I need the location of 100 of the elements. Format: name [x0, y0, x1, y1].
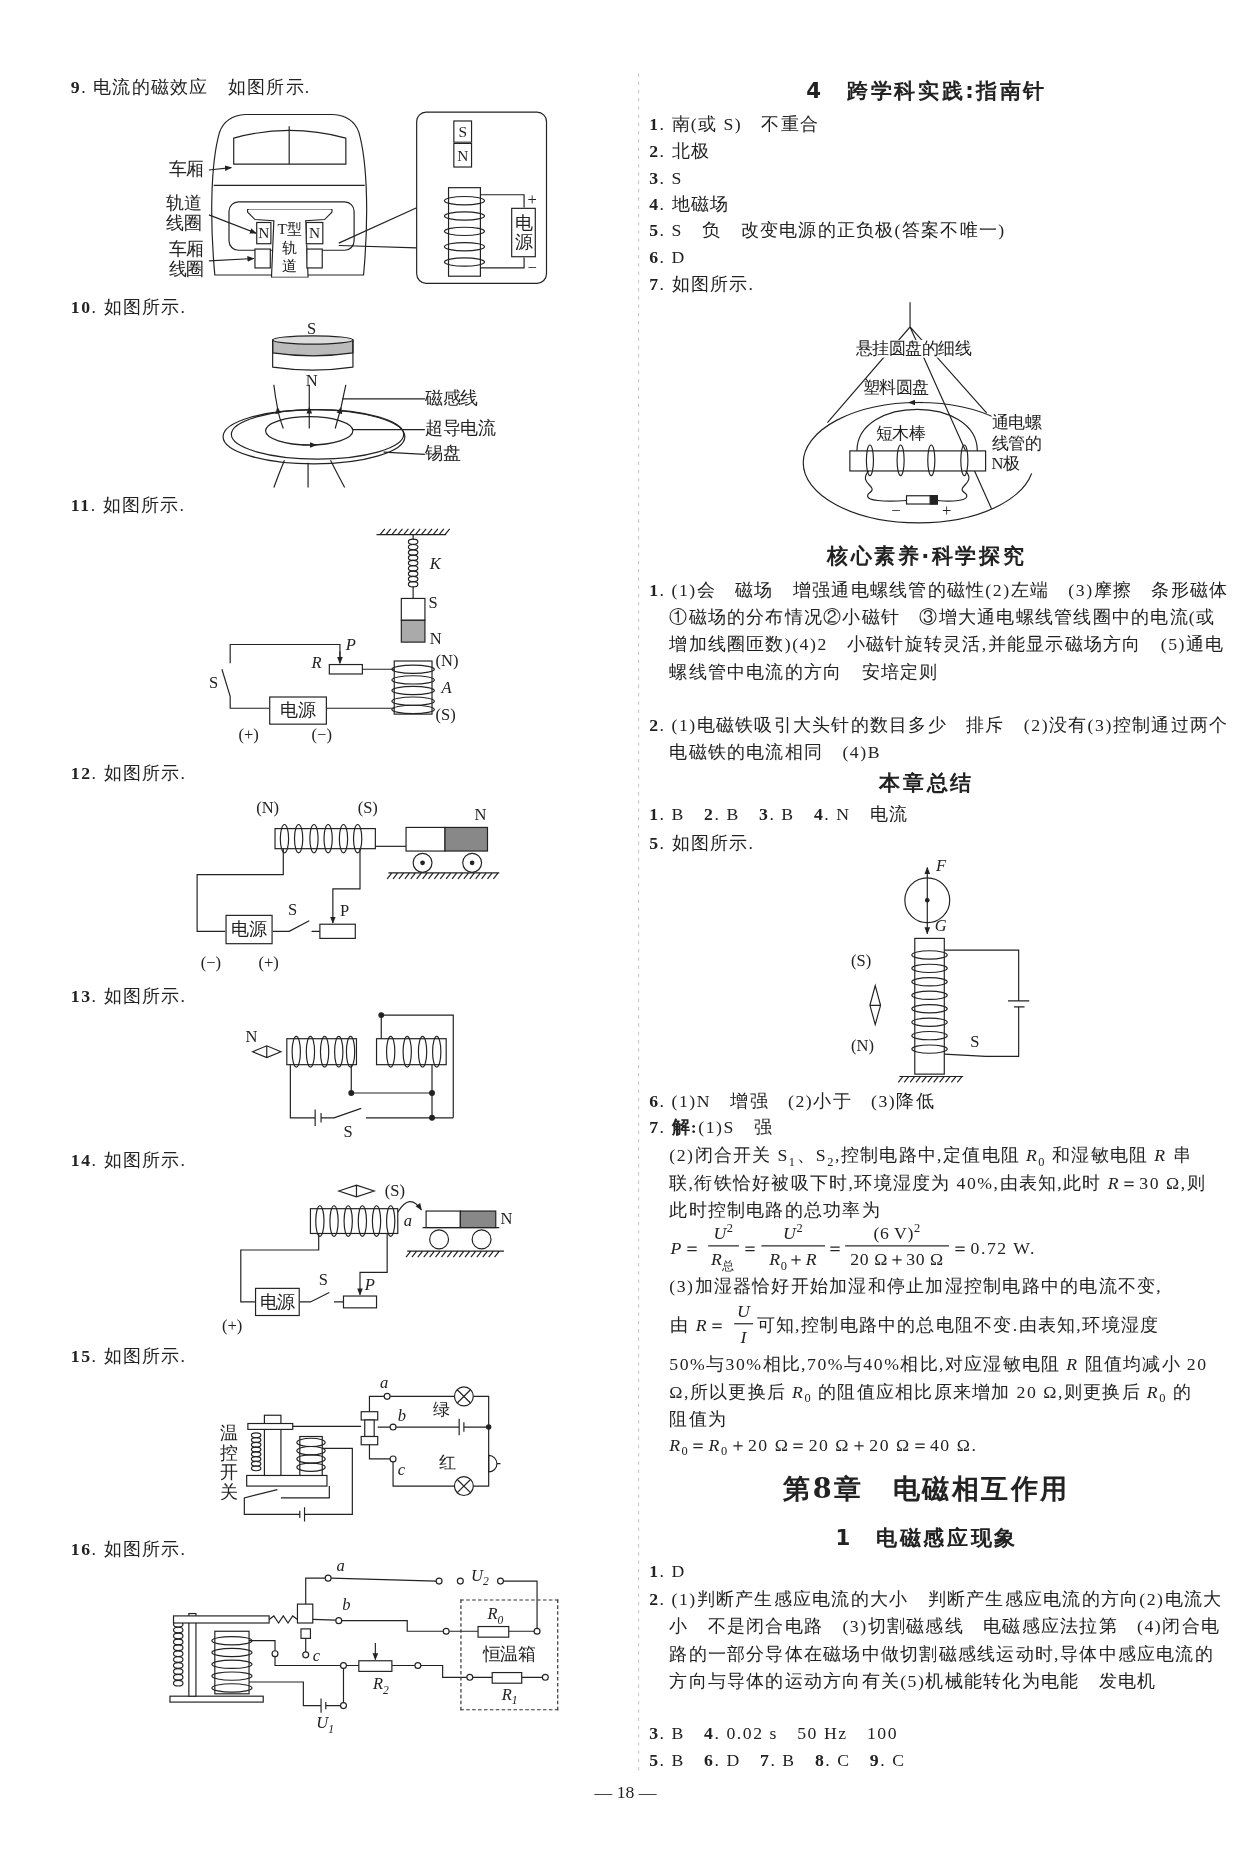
figure-label: +: [527, 191, 537, 209]
answer-text: 5. S 负 改变电源的正负极(答案不唯一): [649, 219, 1006, 242]
answer-text: 11. 如图所示.: [70, 494, 186, 517]
figure-label: c: [312, 1646, 321, 1665]
formula-term: U$^{2}$: [708, 1222, 739, 1247]
figure-label: (−): [311, 725, 332, 744]
part-label: 超导电流: [424, 419, 508, 441]
figure-label: (S): [435, 705, 456, 724]
answer-text: 5. B 6. D 7. B 8. C 9. C: [649, 1749, 906, 1772]
figure-label: 塑料圆盘: [862, 378, 929, 397]
formula-term: ＝0.72 W.: [951, 1237, 1036, 1260]
part-label: 锡盘: [424, 443, 468, 466]
figure-label: K: [429, 554, 441, 573]
answer-text: R$_{0}$＝R$_{0}$＋20 Ω＝20 Ω＋20 Ω＝40 Ω.: [669, 1434, 978, 1457]
figure-label: (S): [357, 799, 378, 817]
answer-text: 4. 地磁场: [649, 193, 730, 216]
answer-text: 3. S: [649, 167, 683, 190]
answer-text: 7. 解:(1)S 强: [649, 1116, 774, 1139]
page-number: — 18 —: [594, 1781, 657, 1804]
answer-text: 可知,控制电路中的总电阻不变.由表知,环境湿度: [756, 1315, 1160, 1337]
figure-label: S: [288, 900, 298, 919]
answer-text: 50%与30%相比,70%与40%相比,对应湿敏电阻 R 阻值均减小 20 Ω,所以更换后 R$_{0}$ 的阻值应相比原来增加 20 Ω,则更换后 R$_{0}$ 的阻值为: [669, 1354, 1209, 1431]
leader-line: [341, 398, 426, 400]
answer-text: 5. 如图所示.: [649, 832, 755, 855]
figure-label: S: [343, 1122, 353, 1141]
leader-line: [208, 214, 257, 234]
answer-text: 16. 如图所示.: [70, 1538, 187, 1561]
figure-label: N: [474, 806, 487, 824]
figure-label: S: [208, 674, 219, 692]
part-label: 轨道线圈: [166, 193, 209, 237]
figure-label: (+): [221, 1317, 243, 1335]
formula-term: I: [739, 1326, 748, 1349]
figure-label: (N): [256, 799, 280, 817]
answer-text: 9. 电流的磁效应 如图所示.: [70, 76, 311, 99]
figure-label: a: [403, 1212, 412, 1230]
formula-term: R$_{总}$: [710, 1249, 738, 1272]
figure-label: U$_{2}$: [470, 1566, 489, 1585]
answer-text: 7. 如图所示.: [649, 274, 755, 296]
figure-label: R$_{0}$: [487, 1605, 504, 1623]
figure-label: 温控开关: [219, 1423, 238, 1502]
power-supply-box: 电源: [511, 207, 536, 258]
answer-text: 1. 南(或 S) 不重合: [649, 113, 820, 136]
figure-label: (+): [238, 725, 259, 744]
coil-box: [305, 247, 324, 270]
figure-label: a: [380, 1373, 389, 1392]
answer-text: 1. B 2. B 3. B 4. N 电流: [649, 804, 909, 826]
figure-label: (−): [200, 953, 221, 972]
figure-label: P: [339, 901, 350, 920]
figure-label: b: [397, 1407, 407, 1425]
figure-label: 悬挂圆盘的细线: [855, 339, 972, 358]
figure-label: U$_{1}$: [316, 1713, 335, 1732]
figure-label: N: [500, 1209, 513, 1228]
figure-label: R$_{1}$: [501, 1685, 518, 1704]
part-label: 车厢: [168, 159, 209, 181]
figure-label: (+): [258, 953, 279, 972]
answer-text: 14. 如图所示.: [70, 1149, 187, 1172]
figure-label: S: [428, 593, 438, 612]
figure-label: S: [970, 1032, 980, 1051]
answer-text: 2. 北极: [649, 140, 710, 163]
chapter-heading: 第8章 电磁相互作用: [783, 1471, 1070, 1505]
leader-line: [352, 429, 426, 431]
figure-label: S: [318, 1271, 328, 1289]
power-supply-box: 电源: [269, 696, 327, 725]
figure-label: c: [397, 1461, 406, 1479]
answer-text: 6. (1)N 增强 (2)小于 (3)降低: [649, 1090, 935, 1113]
figure-label: 短木棒: [875, 424, 926, 443]
answer-text: 1. (1)会 磁场 增强通电螺线管的磁性(2)左端 (3)摩擦 条形磁体 ①磁场的分布情况②小磁针 ③增大通电螺线管线圈中的电流(或增加线圈匝数)(4)2 小磁针旋转灵活,并能显示磁场方向 (5)通电螺线管中电流的方向 安培定则: [649, 579, 1230, 684]
formula-term: ＝: [826, 1237, 846, 1260]
figure-label: N: [305, 371, 318, 390]
formula-term: P＝: [670, 1237, 703, 1260]
answer-text: 3. B 4. 0.02 s 50 Hz 100: [649, 1722, 899, 1745]
figure-label: P: [364, 1275, 375, 1294]
answer-text: 10. 如图所示.: [70, 296, 187, 319]
figure-label: a: [336, 1556, 345, 1575]
answer-text: 2. (1)判断产生感应电流的大小 判断产生感应电流的方向(2)电流大小 不是闭合电路 (3)切割磁感线 电磁感应法拉第 (4)闭合电路的一部分导体在磁场中做切割磁感线运动时,导体中感应电流的方向与导体的运动方向有关(5)机械能转化为电能 发电机: [649, 1588, 1224, 1693]
formula-term: 20 Ω＋30 Ω: [849, 1249, 945, 1271]
answer-text: 13. 如图所示.: [70, 985, 187, 1008]
figure-label: S: [306, 319, 317, 338]
answer-text: (3)加湿器恰好开始加湿和停止加湿控制电路中的电流不变,: [669, 1276, 1163, 1299]
figure-label: R: [311, 653, 322, 672]
figure-label: (N): [851, 1036, 874, 1055]
leader-line: [208, 256, 255, 262]
answer-text: 6. D: [649, 246, 686, 269]
coil-pole-box: N: [305, 221, 324, 245]
coil-pole-box: N: [256, 221, 272, 245]
figure-label: A: [441, 678, 452, 697]
power-supply-box: 电源: [254, 1287, 300, 1317]
figure-label: N: [245, 1028, 258, 1046]
formula-term: U: [734, 1300, 754, 1325]
formula-term: U$^{2}$: [761, 1222, 826, 1247]
answer-text: 2. (1)电磁铁吸引大头针的数目多少 排斥 (2)没有(3)控制通过两个电磁铁的电流相同 (4)B: [649, 714, 1230, 764]
part-label: 磁感线: [424, 388, 487, 410]
figure-label: (N): [435, 651, 459, 670]
formula-term: (6 V)$^{2}$: [845, 1222, 949, 1247]
figure-label: (S): [851, 951, 872, 970]
figure-label: P: [345, 636, 356, 654]
coil-box: [253, 247, 272, 270]
section-heading: 4 跨学科实践:指南针: [806, 77, 1047, 104]
figure-label: 绿: [433, 1401, 450, 1419]
section-heading: 1 电磁感应现象: [835, 1525, 1018, 1551]
